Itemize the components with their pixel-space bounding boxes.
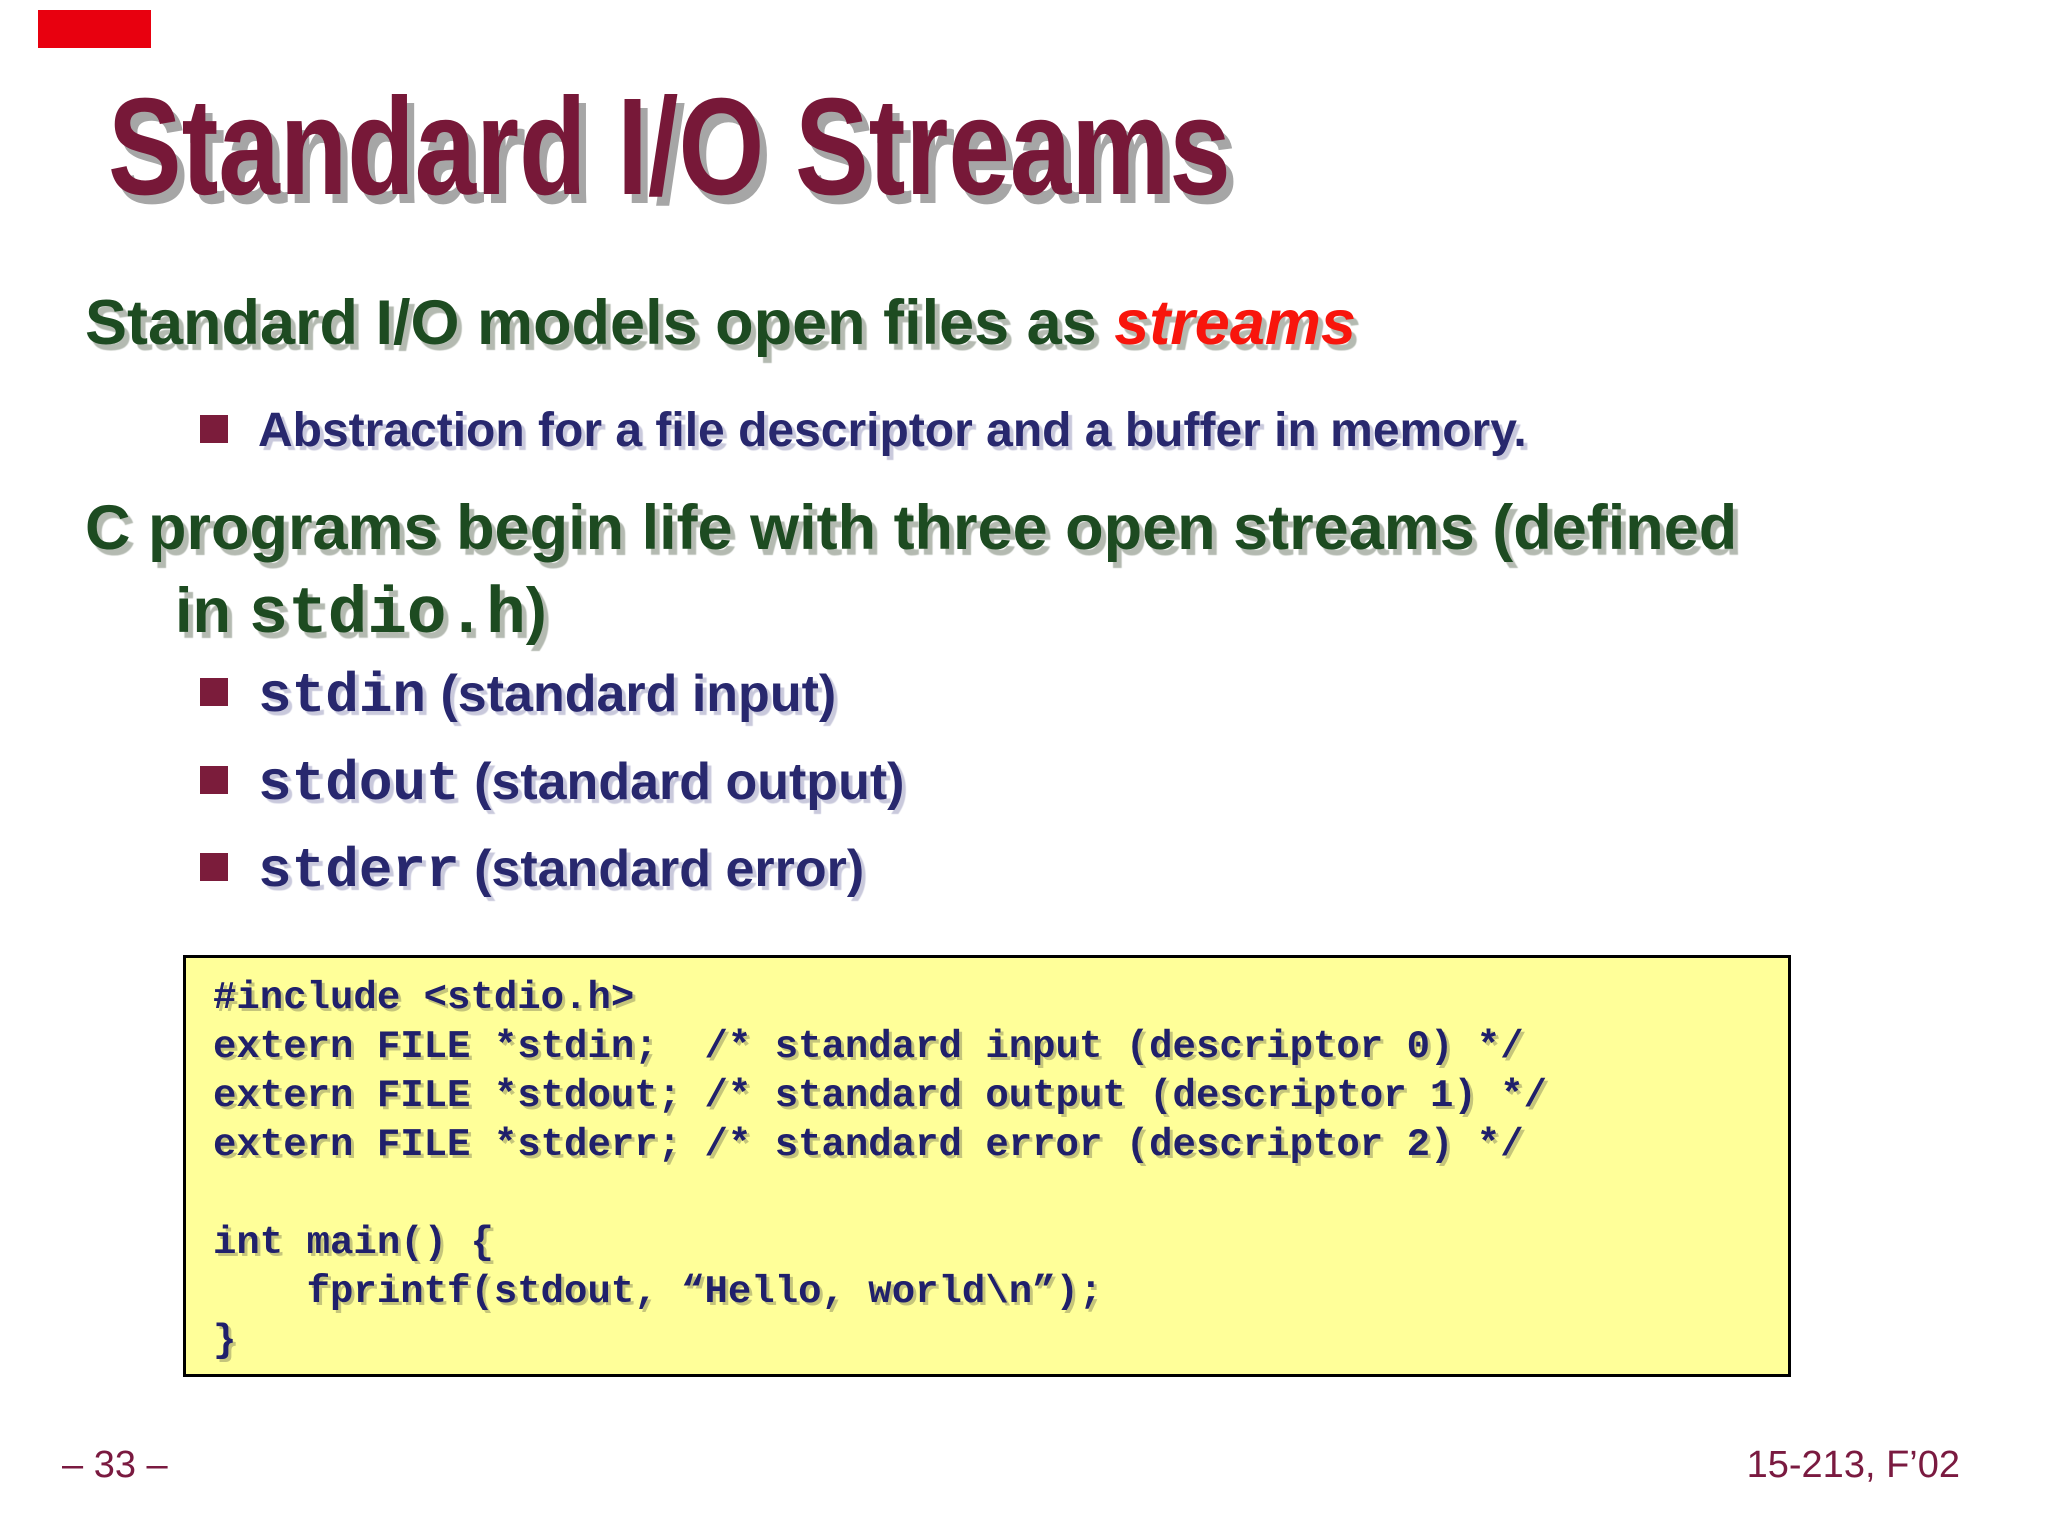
bullet-square-icon xyxy=(200,415,228,443)
code-line: int main() { xyxy=(213,1221,494,1265)
heading-line2-prefix: in xyxy=(175,576,249,646)
bullet-square-icon xyxy=(200,678,228,706)
page-number: – 33 – xyxy=(62,1444,168,1486)
bullet-square-icon xyxy=(200,853,228,881)
stderr-desc: (standard error) xyxy=(459,840,865,898)
code-line: extern FILE *stdin; /* standard input (d… xyxy=(213,1025,1524,1069)
stdout-code-term: stdout xyxy=(258,752,460,816)
bullet-stderr: stderr (standard error) xyxy=(258,843,864,899)
stderr-code-term: stderr xyxy=(258,839,460,903)
stdio-h-code-term: stdio.h xyxy=(248,577,526,652)
code-line: #include <stdio.h> xyxy=(213,976,635,1020)
heading-line2-suffix: ) xyxy=(525,576,547,646)
code-line xyxy=(213,1170,1788,1219)
course-label: 15-213, F’02 xyxy=(1746,1444,1960,1486)
heading-stdio-models: Standard I/O models open files as stream… xyxy=(85,292,1356,355)
heading-stdio-models-text: Standard I/O models open files as xyxy=(85,288,1115,358)
code-line: fprintf(stdout, “Hello, world\n”); xyxy=(213,1270,1103,1314)
code-example-box: #include <stdio.h> extern FILE *stdin; /… xyxy=(183,955,1791,1377)
streams-emphasis: streams xyxy=(1114,288,1356,358)
bullet-stdin: stdin (standard input) xyxy=(258,668,836,724)
stdout-desc: (standard output) xyxy=(459,753,905,811)
stdin-desc: (standard input) xyxy=(426,665,837,723)
heading-c-programs-line2: in stdio.h) xyxy=(175,580,547,648)
sub-bullet-abstraction: Abstraction for a file descriptor and a … xyxy=(258,404,1527,457)
slide-title: Standard I/O Streams xyxy=(108,70,1231,224)
heading-c-programs-line1: C programs begin life with three open st… xyxy=(85,493,1738,563)
code-line: extern FILE *stdout; /* standard output … xyxy=(213,1074,1548,1118)
bullet-stdout: stdout (standard output) xyxy=(258,756,904,812)
code-line: } xyxy=(213,1319,237,1363)
stdin-code-term: stdin xyxy=(258,664,427,728)
code-line: extern FILE *stderr; /* standard error (… xyxy=(213,1123,1524,1167)
slide-corner-marker xyxy=(38,10,151,48)
bullet-square-icon xyxy=(200,766,228,794)
